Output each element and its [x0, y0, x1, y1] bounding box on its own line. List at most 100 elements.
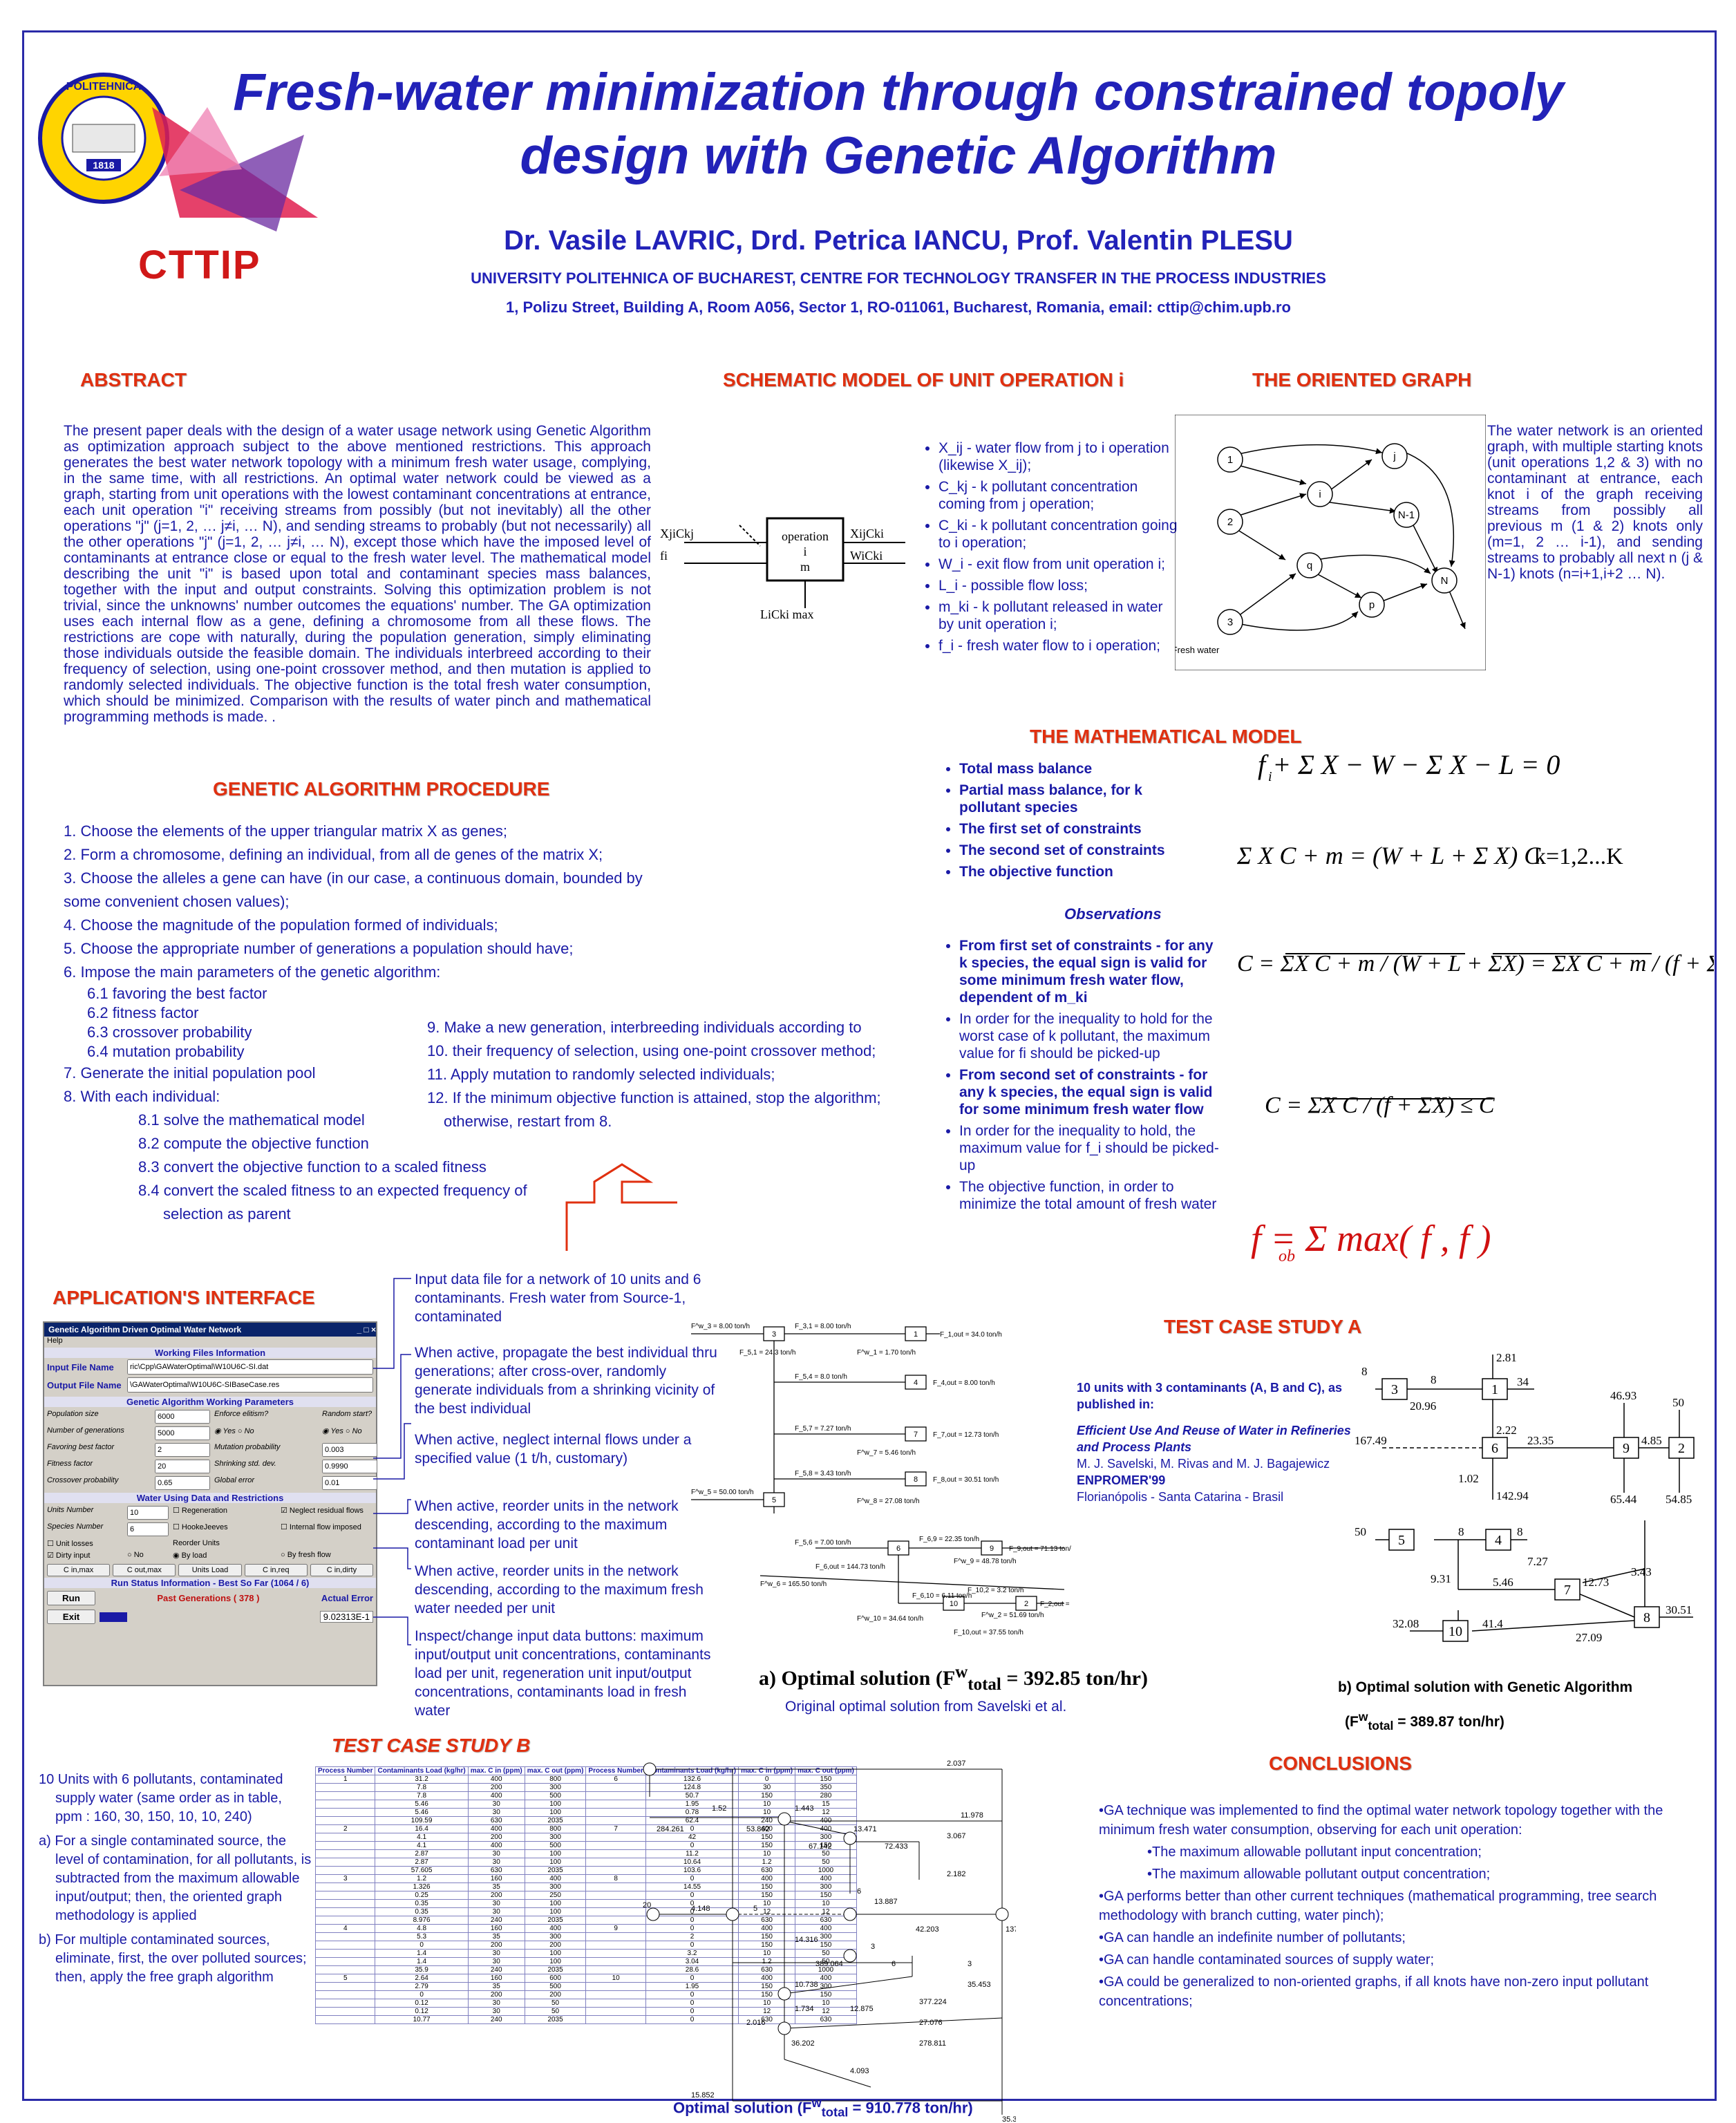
table-cell: 30 — [467, 1858, 525, 1867]
table-cell — [585, 2015, 646, 2024]
fit-input[interactable] — [155, 1460, 210, 1473]
svg-text:3.43: 3.43 — [1631, 1565, 1652, 1578]
neglect-checkbox[interactable]: ☑ Neglect residual flows — [281, 1507, 364, 1515]
case-b-item: 10 Units with 6 pollutants, contaminated… — [39, 1772, 283, 1824]
cross-input[interactable] — [155, 1476, 210, 1490]
table-cell: 160 — [467, 1924, 525, 1933]
table-cell — [585, 1816, 646, 1825]
table-cell — [314, 1999, 376, 2008]
svg-text:XjiCkj: XjiCkj — [660, 527, 694, 540]
species-input[interactable] — [127, 1522, 169, 1536]
svg-text:F^w_9 = 48.78 ton/h: F^w_9 = 48.78 ton/h — [954, 1558, 1017, 1565]
table-cell: 8 — [585, 1874, 646, 1883]
table-cell — [585, 1783, 646, 1792]
elitism-label: Enforce elitism? — [214, 1410, 269, 1418]
graph-node: 2 — [1227, 516, 1233, 528]
svg-text:WiCki: WiCki — [850, 549, 883, 563]
svg-text:3: 3 — [1391, 1382, 1398, 1397]
svg-text:f = Σ max( f , f ): f = Σ max( f , f ) — [1251, 1218, 1491, 1259]
table-cell: 35 — [467, 1982, 525, 1991]
exit-button[interactable]: Exit — [47, 1610, 95, 1624]
table-cell: 30 — [467, 1949, 525, 1958]
ga-step: 3. Choose the alleles a gene can have (i… — [64, 869, 643, 910]
svg-text:1818: 1818 — [93, 160, 114, 171]
table-cell: 240 — [467, 2015, 525, 2024]
conclusions-list: •GA technique was implemented to find th… — [1099, 1801, 1672, 2011]
graph-node: 1 — [1227, 454, 1233, 466]
table-cell — [585, 1866, 646, 1875]
table-header: Process Number — [585, 1766, 646, 1775]
menu-help[interactable]: Help — [47, 1337, 63, 1345]
table-cell: 2 — [314, 1824, 376, 1833]
app-heading: APPLICATION'S INTERFACE — [53, 1287, 315, 1308]
cout-max-button[interactable]: C out,max — [113, 1564, 176, 1576]
svg-text:8: 8 — [1458, 1525, 1464, 1538]
unit-losses-checkbox[interactable]: ☐ Unit losses — [47, 1540, 93, 1548]
svg-text:23.35: 23.35 — [1527, 1434, 1554, 1447]
run-button[interactable]: Run — [47, 1591, 95, 1605]
table-cell: 100 — [524, 1907, 587, 1916]
shrink-input[interactable] — [322, 1460, 377, 1473]
window-controls[interactable]: _ □ × — [357, 1325, 376, 1334]
table-cell — [585, 1932, 646, 1941]
by-fresh-radio[interactable]: ○ By fresh flow — [281, 1551, 331, 1559]
svg-text:7: 7 — [1564, 1583, 1571, 1598]
dirty-checkbox[interactable]: ☑ Dirty input — [47, 1551, 91, 1560]
observations-heading: Observations — [1064, 905, 1162, 923]
cin-dirty-button[interactable]: C in,dirty — [310, 1564, 374, 1576]
observation: The objective function, in order to mini… — [959, 1178, 1223, 1213]
gen-input[interactable] — [155, 1426, 210, 1440]
table-cell: 2035 — [524, 1866, 587, 1875]
random-radio[interactable]: ◉ Yes ○ No — [322, 1427, 362, 1435]
case-a-caption-b2: (Fwtotal = 389.87 ton/hr) — [1345, 1710, 1504, 1733]
table-cell: 100 — [524, 1899, 587, 1908]
table-cell: 30 — [467, 1999, 525, 2008]
case-a-caption-b: b) Optimal solution with Genetic Algorit… — [1338, 1679, 1633, 1695]
table-cell: 100 — [524, 1957, 587, 1966]
units-input[interactable] — [127, 1506, 169, 1520]
table-cell: 35 — [467, 1883, 525, 1891]
cin-max-button[interactable]: C in,max — [47, 1564, 111, 1576]
past-generations: Past Generations ( 378 ) — [157, 1593, 260, 1603]
table-cell: 0.25 — [375, 1891, 469, 1900]
cin-req-button[interactable]: C in,req — [244, 1564, 308, 1576]
reorder-no-radio[interactable]: ○ No — [127, 1551, 144, 1559]
mut-input[interactable] — [322, 1443, 377, 1457]
legend-item: m_ki - k pollutant released in water by … — [938, 598, 1182, 633]
elitism-radio[interactable]: ◉ Yes ○ No — [214, 1427, 254, 1435]
svg-text:13.887: 13.887 — [874, 1898, 898, 1906]
units-load-button[interactable]: Units Load — [178, 1564, 242, 1576]
fav-input[interactable] — [155, 1443, 210, 1457]
svg-text:F_2,out = 54.89 ton/h: F_2,out = 54.89 ton/h — [1040, 1601, 1071, 1608]
table-cell: 7.8 — [375, 1783, 469, 1792]
table-cell: 6 — [585, 1775, 646, 1784]
hooke-checkbox[interactable]: ☐ HookeJeeves — [173, 1523, 228, 1531]
svg-text:30.51: 30.51 — [1666, 1603, 1692, 1616]
by-load-radio[interactable]: ◉ By load — [173, 1551, 207, 1560]
internal-checkbox[interactable]: ☐ Internal flow imposed — [281, 1523, 361, 1531]
callout-connectors — [373, 1278, 411, 1645]
regen-checkbox[interactable]: ☐ Regeneration — [173, 1507, 227, 1515]
table-cell: 31.2 — [375, 1775, 469, 1784]
table-cell: 2.87 — [375, 1849, 469, 1858]
ga-step: 4. Choose the magnitude of the populatio… — [64, 916, 498, 934]
table-cell: 50 — [795, 1858, 857, 1867]
table-cell — [585, 1965, 646, 1974]
svg-text:8: 8 — [1431, 1373, 1437, 1386]
ga-step: 9. Make a new generation, interbreeding … — [427, 1019, 862, 1036]
output-file-field[interactable] — [127, 1377, 373, 1393]
input-file-field[interactable] — [127, 1359, 373, 1375]
table-cell: 400 — [524, 1874, 587, 1883]
global-input[interactable] — [322, 1476, 377, 1490]
fit-label: Fitness factor — [47, 1460, 93, 1468]
pop-input[interactable] — [155, 1410, 210, 1424]
legend-item: L_i - possible flow loss; — [938, 577, 1182, 594]
table-cell — [314, 1883, 376, 1891]
table-cell: 2035 — [524, 1965, 587, 1974]
